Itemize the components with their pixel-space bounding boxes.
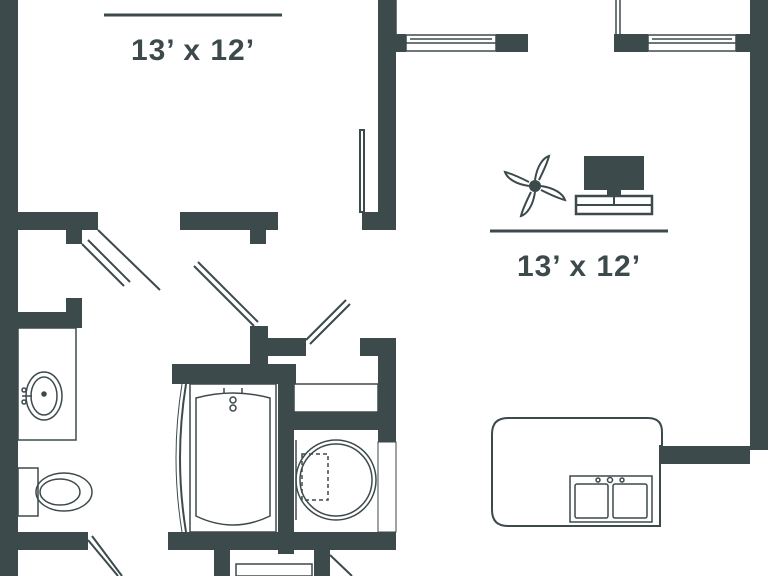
- sliding-door: [359, 129, 365, 213]
- doors: [81, 129, 365, 576]
- kitchen-sink-icon: [569, 475, 653, 523]
- wall-closet-jamb: [66, 230, 82, 244]
- wall-closet-bottom: [18, 312, 82, 328]
- closet-door-1: [81, 243, 125, 287]
- wall-bath-bottom: [168, 532, 396, 550]
- living-label: 13’ x 12’: [490, 229, 668, 283]
- wall-top-seg-2: [496, 34, 528, 52]
- bath-door: [193, 265, 255, 327]
- wall-laundry-right: [378, 338, 396, 442]
- tv-stand-icon: [574, 156, 654, 216]
- bedroom-label: 13’ x 12’: [104, 13, 282, 67]
- lower-fixture: [235, 563, 313, 576]
- bathtub-icon: [175, 383, 277, 533]
- wall-top-seg-3: [614, 34, 648, 52]
- wall-bedroom-living: [378, 0, 396, 230]
- wall-top-seg-4: [736, 34, 750, 52]
- windows: [395, 0, 737, 52]
- wall-laundry-top: [294, 412, 380, 430]
- wall-closet-top: [18, 212, 98, 230]
- wall-right-exterior: [750, 0, 768, 450]
- wall-bedroom-living-stub: [362, 212, 396, 230]
- wall-top-seg-1: [396, 34, 406, 52]
- wall-lower-col-2: [314, 550, 330, 576]
- wall-lower-col: [214, 550, 230, 576]
- wall-kitchen-right: [660, 446, 750, 464]
- closet-door-2: [97, 229, 161, 291]
- lower-door-2: [329, 554, 353, 576]
- laundry-door: [305, 299, 347, 341]
- wall-bedroom-bottom: [180, 212, 278, 230]
- bedroom-dimensions: 13’ x 12’: [131, 34, 255, 67]
- wall-bath-right: [278, 364, 294, 554]
- kitchen-island: [491, 417, 663, 527]
- wall-bath-top-col-2: [268, 338, 306, 356]
- wall-left-exterior: [0, 0, 18, 576]
- toilet-icon: [17, 467, 93, 517]
- lower-door-1: [87, 539, 119, 576]
- wall-closet-bottom-jamb: [66, 298, 82, 312]
- vanity-sink-icon: [17, 327, 77, 441]
- wall-bath-top: [172, 364, 296, 384]
- washer-dryer-icon: [293, 383, 397, 533]
- wall-bedroom-bottom-jamb: [250, 230, 266, 244]
- living-dimensions: 13’ x 12’: [517, 250, 641, 283]
- wall-bath-bottom-left: [18, 532, 88, 550]
- ceiling-fan-icon: [503, 154, 567, 218]
